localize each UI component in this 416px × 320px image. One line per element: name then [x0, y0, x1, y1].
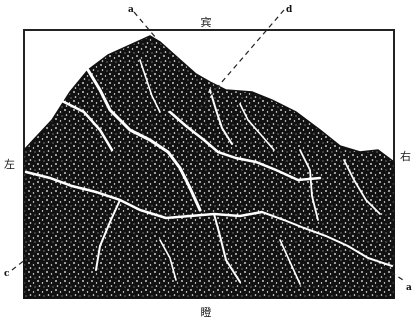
label-right: 右 [400, 149, 411, 163]
point-bottom-left: c [4, 269, 10, 279]
label-top: 宾 [201, 15, 212, 29]
label-left: 左 [4, 158, 15, 171]
label-bottom: 瞪 [201, 306, 212, 319]
mountain-mass [24, 36, 394, 298]
point-top-left: a [128, 5, 134, 15]
point-bottom-right: a [406, 283, 412, 293]
point-top-right: d [286, 5, 293, 15]
dashed-line-top-left [134, 12, 156, 38]
